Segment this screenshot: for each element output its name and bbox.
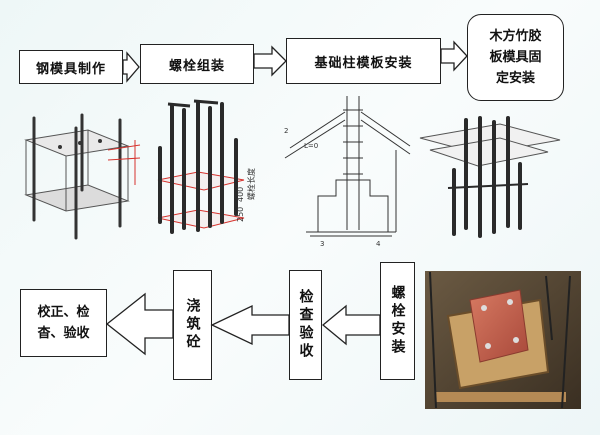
step-column-formwork: 基础柱模板安装 — [286, 38, 441, 84]
fig2-bolt-length: 螺栓长度 — [246, 168, 256, 200]
step-pour-concrete: 浇筑砼 — [173, 270, 212, 380]
step-timber-line-2: 板模具固 — [489, 50, 542, 65]
step-correct-verify: 校正、检 杳、验收 — [20, 289, 107, 357]
arrow-5-to-6 — [321, 304, 381, 346]
arrow-3-to-4 — [440, 40, 468, 72]
fig2-dim-400: 400 — [236, 187, 245, 202]
step-bolt-install: 螺栓安装 — [380, 262, 415, 380]
arrow-6-to-7 — [210, 304, 290, 346]
step-bolt-assembly: 螺栓组装 — [140, 44, 254, 84]
arrow-2-to-3 — [253, 45, 287, 77]
step-timber-line-1: 木方竹胶 — [489, 29, 542, 44]
step-timber-board-fix: 木方竹胶 板模具固 定安装 — [467, 14, 564, 101]
step-timber-line-3: 定安装 — [495, 71, 535, 86]
fig3-label-l: L=0 — [304, 142, 318, 150]
step-correct-line-1: 校正、检 — [37, 305, 90, 320]
step-steel-mold: 钢模具制作 — [19, 50, 123, 84]
fig3-label-3: 3 — [320, 240, 324, 248]
arrow-7-to-8 — [105, 292, 174, 356]
arrow-1-to-2 — [122, 51, 140, 83]
step-correct-line-2: 杳、验收 — [37, 326, 90, 341]
fig2-dim-250: 250 — [236, 207, 245, 222]
fig3-label-2: 2 — [284, 127, 288, 135]
step-inspection: 检查验收 — [289, 270, 322, 380]
fig3-label-4: 4 — [376, 240, 381, 248]
